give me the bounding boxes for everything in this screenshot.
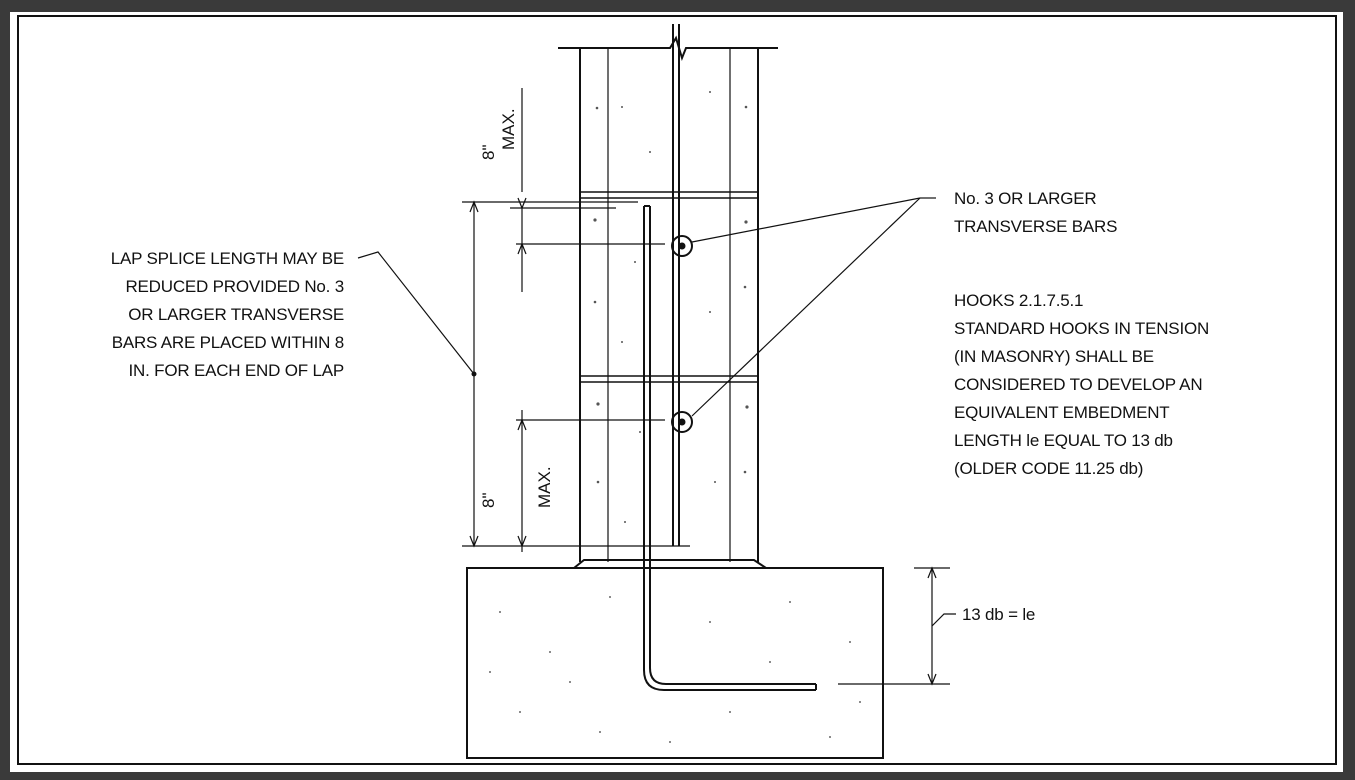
transverse-bar-upper-core (678, 242, 686, 250)
footing-speckle (489, 596, 861, 743)
hooks-line: HOOKS 2.1.7.5.1 (954, 291, 1083, 310)
embed-leader (931, 613, 956, 627)
footing (466, 567, 884, 759)
lap-line: REDUCED PROVIDED No. 3 (125, 277, 344, 296)
label-transverse-line2: TRANSVERSE BARS (954, 217, 1117, 236)
lap-line: BARS ARE PLACED WITHIN 8 (112, 333, 344, 352)
hooks-line: CONSIDERED TO DEVELOP AN (954, 375, 1202, 394)
label-hooks: HOOKS 2.1.7.5.1 STANDARD HOOKS IN TENSIO… (954, 291, 1209, 478)
transverse-bar-lower (671, 411, 693, 433)
grout-speckle (593, 91, 749, 523)
hooks-line: (IN MASONRY) SHALL BE (954, 347, 1154, 366)
hooks-line: LENGTH le EQUAL TO 13 db (954, 431, 1173, 450)
lap-line: OR LARGER TRANSVERSE (128, 305, 344, 324)
hooked-dowel (643, 206, 816, 691)
hooks-line: STANDARD HOOKS IN TENSION (954, 319, 1209, 338)
label-transverse-line1: No. 3 OR LARGER (954, 189, 1097, 208)
masonry-wall (558, 35, 778, 569)
leaders (357, 197, 936, 417)
drawing-border (17, 15, 1337, 765)
hooks-line: EQUIVALENT EMBEDMENT (954, 403, 1169, 422)
dim-top-max: MAX. (499, 108, 518, 150)
transverse-bar-lower-core (678, 418, 686, 426)
leader-transverse-lower (691, 197, 921, 417)
label-embedment: 13 db = le (962, 605, 1035, 624)
lap-line: LAP SPLICE LENGTH MAY BE (111, 249, 344, 268)
wall-break-line (558, 35, 778, 62)
hooks-line: (OLDER CODE 11.25 db) (954, 459, 1143, 478)
reinforcement (643, 24, 817, 691)
lap-line: IN. FOR EACH END OF LAP (129, 361, 345, 380)
mortar-bed (573, 559, 767, 569)
dimensions: 8" MAX. 8" MAX. (462, 88, 956, 686)
footing-outline (466, 567, 884, 759)
masonry-lap-splice-diagram: 8" MAX. 8" MAX. (17, 15, 1337, 765)
dim-bottom-max: MAX. (535, 466, 554, 508)
hooked-dowel-b (649, 206, 816, 685)
dim-top-value: 8" (479, 145, 498, 161)
drawing-sheet: 8" MAX. 8" MAX. (10, 12, 1343, 772)
dim-bottom-value: 8" (479, 493, 498, 509)
transverse-bar-upper (671, 235, 693, 257)
label-lap-splice: LAP SPLICE LENGTH MAY BE REDUCED PROVIDE… (111, 249, 344, 380)
leader-lap-splice (357, 251, 475, 375)
leader-transverse-upper (691, 197, 921, 243)
